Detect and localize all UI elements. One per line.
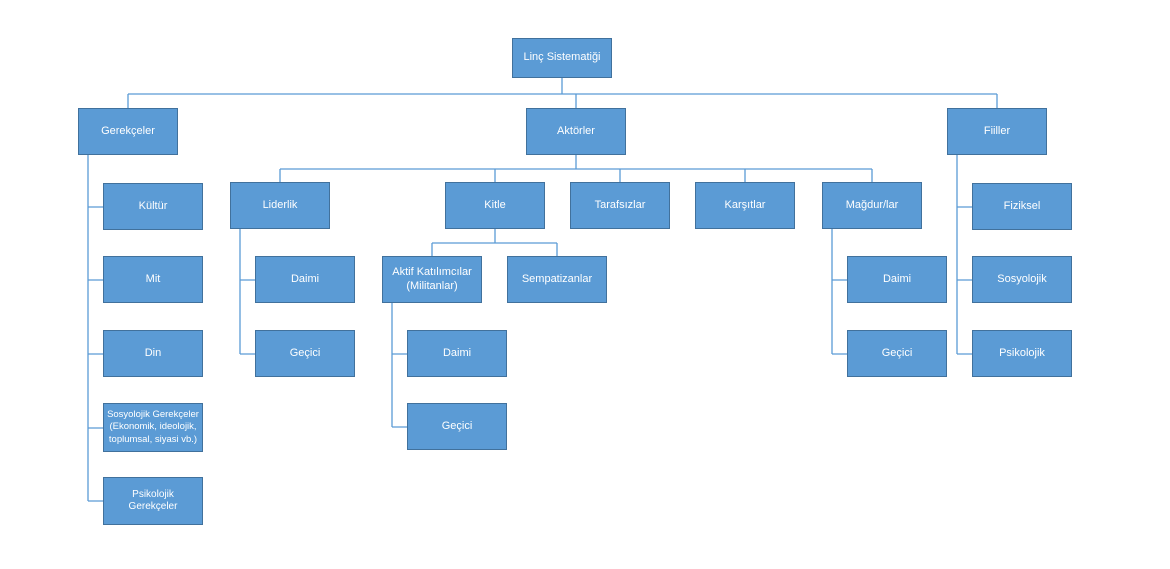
node-gerekceler[interactable]: Gerekçeler <box>78 108 178 155</box>
node-magdur-daimi[interactable]: Daimi <box>847 256 947 303</box>
node-liderlik-gecici[interactable]: Geçici <box>255 330 355 377</box>
connector-aktif-katilimcilar-hang <box>391 303 407 428</box>
connector-gerekceler-hang <box>87 155 103 502</box>
node-tarafsizlar[interactable]: Tarafsızlar <box>570 182 670 229</box>
node-karsitlar[interactable]: Karşıtlar <box>695 182 795 229</box>
node-magdurlar[interactable]: Mağdur/lar <box>822 182 922 229</box>
node-psikolojik-gerekceler[interactable]: Psikolojik Gerekçeler <box>103 477 203 525</box>
node-aktif-gecici[interactable]: Geçici <box>407 403 507 450</box>
connector-fiiller-hang <box>956 155 972 355</box>
node-sosyolojik-gerekceler[interactable]: Sosyolojik Gerekçeler (Ekonomik, ideoloj… <box>103 403 203 452</box>
node-din[interactable]: Din <box>103 330 203 377</box>
node-fiziksel[interactable]: Fiziksel <box>972 183 1072 230</box>
node-liderlik[interactable]: Liderlik <box>230 182 330 229</box>
connector-magdurlar-hang <box>831 229 847 355</box>
node-psikolojik[interactable]: Psikolojik <box>972 330 1072 377</box>
node-aktif-daimi[interactable]: Daimi <box>407 330 507 377</box>
node-sempatizanlar[interactable]: Sempatizanlar <box>507 256 607 303</box>
node-kitle[interactable]: Kitle <box>445 182 545 229</box>
node-fiiller[interactable]: Fiiller <box>947 108 1047 155</box>
node-sosyolojik[interactable]: Sosyolojik <box>972 256 1072 303</box>
connector-liderlik-hang <box>239 229 255 355</box>
node-mit[interactable]: Mit <box>103 256 203 303</box>
node-liderlik-daimi[interactable]: Daimi <box>255 256 355 303</box>
node-kultur[interactable]: Kültür <box>103 183 203 230</box>
node-linc-sistematigi[interactable]: Linç Sistematiği <box>512 38 612 78</box>
node-aktorler[interactable]: Aktörler <box>526 108 626 155</box>
node-aktif-katilimcilar[interactable]: Aktif Katılımcılar (Militanlar) <box>382 256 482 303</box>
node-magdur-gecici[interactable]: Geçici <box>847 330 947 377</box>
connector-root-to-level1 <box>127 78 998 108</box>
connector-kitle-to-children <box>431 229 558 256</box>
connector-aktorler-to-children <box>279 155 873 182</box>
